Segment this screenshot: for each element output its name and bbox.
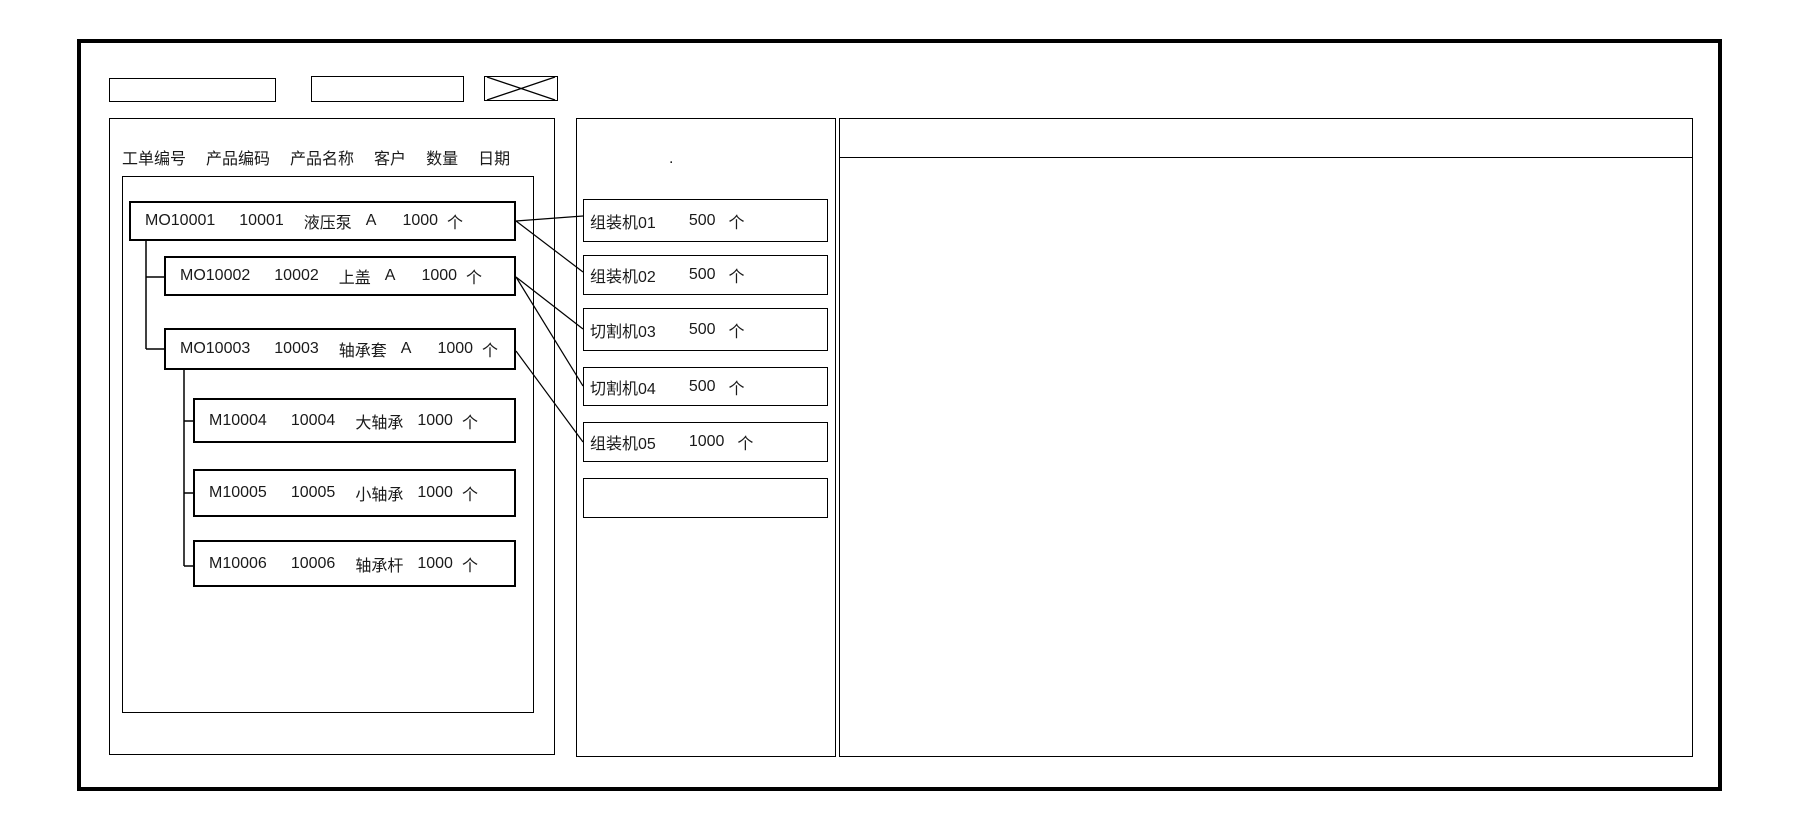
unit: 个 [466,270,483,287]
header-product-code: 产品编码 [206,151,271,168]
workcenter-unit: 个 [728,380,745,398]
product-code: 10004 [290,411,336,429]
workcenter-item[interactable]: 切割机03 500 个 [583,308,828,351]
order-no: MO10002 [180,267,251,284]
workcenter-qty: 500 [688,320,716,338]
product-name: 轴承套 [338,343,387,360]
header-product-name: 产品名称 [290,151,355,168]
order-node[interactable]: MO10002 10002 上盖 A 1000 个 [164,256,516,296]
workcenter-unit: 个 [737,436,754,453]
workcenter-item-empty[interactable] [583,478,828,518]
product-code: 10001 [239,212,284,229]
toolbar-field-2[interactable] [311,76,464,102]
dot-mark: . [669,150,674,167]
header-date: 日期 [478,151,511,168]
order-node[interactable]: M10006 10006 轴承杆 1000 个 [193,540,516,587]
workcenter-qty: 500 [688,266,716,283]
header-order-no: 工单编号 [122,151,187,168]
order-no: M10006 [209,554,267,572]
order-no: M10005 [209,484,267,501]
customer: A [365,212,377,229]
quantity: 1000 [402,212,439,229]
close-button[interactable] [484,76,558,101]
quantity: 1000 [417,484,453,501]
workcenter-qty: 500 [688,211,716,229]
workcenter-unit: 个 [728,323,745,341]
schedule-panel [839,118,1693,757]
workcenter-item[interactable]: 切割机04 500 个 [583,367,828,406]
customer: A [400,340,412,357]
workcenter-name: 组装机02 [590,269,656,286]
unit: 个 [447,215,464,232]
unit: 个 [461,557,478,575]
workcenter-item[interactable]: 组装机02 500 个 [583,255,828,295]
header-quantity: 数量 [426,151,459,168]
toolbar-field-1[interactable] [109,78,276,102]
quantity: 1000 [417,554,453,572]
workcenter-name: 组装机01 [590,214,656,232]
quantity: 1000 [437,340,474,357]
order-tree-container [122,176,534,713]
product-code: 10006 [290,554,336,572]
workcenter-unit: 个 [728,269,745,286]
schedule-panel-header [840,119,1692,158]
order-no: MO10001 [145,212,216,229]
workcenter-qty: 1000 [688,433,725,450]
workcenter-name: 切割机03 [590,323,656,341]
unit: 个 [482,343,499,360]
order-no: M10004 [209,411,267,429]
product-name: 上盖 [338,270,371,287]
product-code: 10002 [274,267,319,284]
unit: 个 [461,414,478,432]
product-code: 10005 [290,484,336,501]
workcenter-unit: 个 [728,214,745,232]
order-no: MO10003 [180,340,251,357]
product-name: 小轴承 [355,487,404,504]
close-icon [486,77,556,100]
product-name: 液压泵 [303,215,352,232]
unit: 个 [461,487,478,504]
product-code: 10003 [274,340,319,357]
quantity: 1000 [421,267,458,284]
quantity: 1000 [417,411,453,429]
order-node[interactable]: MO10003 10003 轴承套 A 1000 个 [164,328,516,370]
order-node[interactable]: MO10001 10001 液压泵 A 1000 个 [129,201,516,241]
workcenter-item[interactable]: 组装机05 1000 个 [583,422,828,462]
order-node[interactable]: M10004 10004 大轴承 1000 个 [193,398,516,443]
product-name: 轴承杆 [355,557,404,575]
order-node[interactable]: M10005 10005 小轴承 1000 个 [193,469,516,517]
header-customer: 客户 [374,151,407,168]
column-headers: 工单编号 产品编码 产品名称 客户 数量 日期 [122,147,511,168]
workcenter-name: 组装机05 [590,436,656,453]
workcenter-item[interactable]: 组装机01 500 个 [583,199,828,242]
product-name: 大轴承 [355,414,404,432]
workcenter-name: 切割机04 [590,380,656,398]
customer: A [384,267,396,284]
workcenter-qty: 500 [688,377,716,395]
